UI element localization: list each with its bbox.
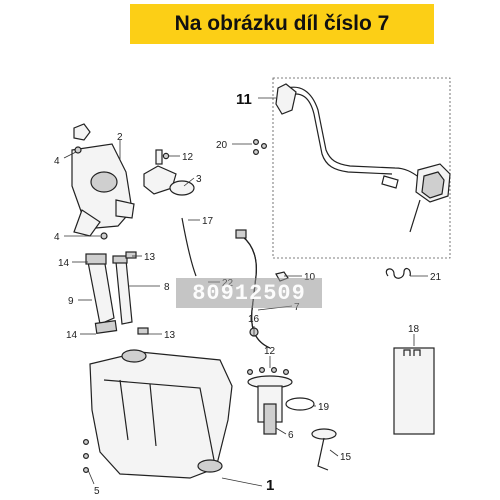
part-21-spring-clip [385,267,411,279]
callout-20: 20 [216,140,228,151]
callout-5: 5 [94,486,100,497]
part-13-clamp-top [125,251,137,259]
fastener-12-top [162,152,170,160]
part-12-screws [247,367,290,376]
part-17-vent-tube [181,217,197,277]
part-13-clamp-bottom [137,327,149,335]
callout-16: 16 [248,314,260,325]
assembly-11-dashed-box [272,77,451,259]
callout-2: 2 [117,132,123,143]
callout-21: 21 [430,272,442,283]
callout-17: 17 [202,216,214,227]
part-18-tank-pad [393,347,435,435]
part-2-filler-bracket [71,123,135,237]
callout-11: 11 [236,91,252,108]
callout-3: 3 [196,174,202,185]
callout-8: 8 [164,282,170,293]
part-1-fuel-tank [89,349,233,479]
callout-13-top: 13 [144,252,156,263]
callout-10: 10 [304,272,316,283]
part-number-watermark: 80912509 [176,278,322,308]
callout-12-top: 12 [182,152,194,163]
part-6-fuel-pump [247,375,293,435]
part-19-seal-ring [285,397,315,411]
fasteners-4 [74,146,108,240]
part-9-filler-hose [85,253,118,335]
part-15-level-sender [311,428,337,471]
part-8-breather-hose [112,255,133,325]
watermark-text: 80912509 [192,280,306,306]
callout-15: 15 [340,452,352,463]
part-3-filler-cap [143,149,195,196]
callout-1: 1 [266,477,274,494]
callout-14-top: 14 [58,258,70,269]
callout-18: 18 [408,324,420,335]
callout-4-top: 4 [54,156,60,167]
fasteners-5 [82,439,89,474]
banner-text: Na obrázku díl číslo 7 [174,12,390,35]
callout-19: 19 [318,402,330,413]
part-11-canister-assembly [275,83,451,233]
callout-4-bottom: 4 [54,232,60,243]
callout-14-bottom: 14 [66,330,78,341]
callout-9: 9 [68,296,74,307]
callout-12-pump: 12 [264,346,276,357]
title-banner: Na obrázku díl číslo 7 [130,4,434,44]
callout-6: 6 [288,430,294,441]
callout-13-bottom: 13 [164,330,176,341]
fasteners-20 [253,139,268,156]
